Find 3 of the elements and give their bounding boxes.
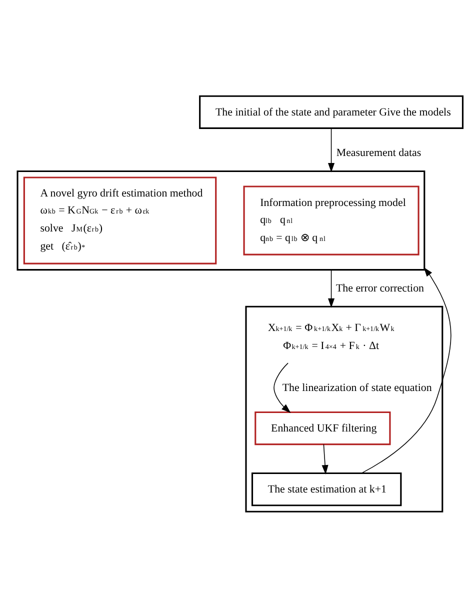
edge-label: Measurement datas <box>336 147 422 160</box>
edge-label: The error correction <box>336 282 424 295</box>
edge-label: The linearization of state equation <box>282 382 432 394</box>
